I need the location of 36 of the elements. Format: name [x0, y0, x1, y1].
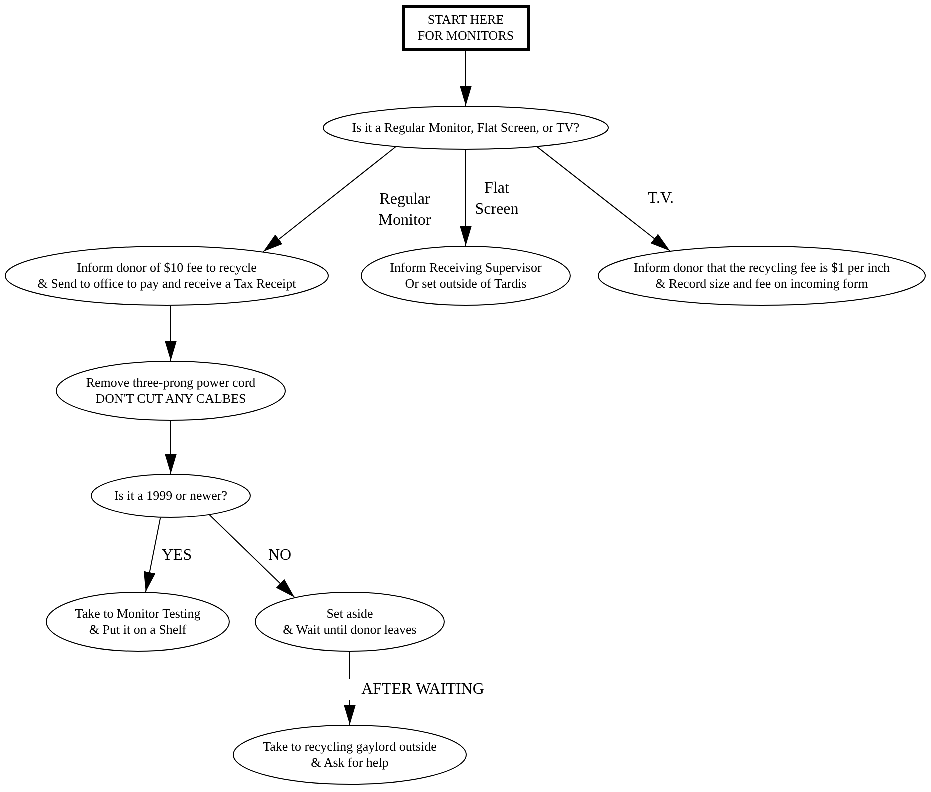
node-text: Remove three-prong power cord	[86, 375, 256, 391]
arrow	[460, 50, 472, 106]
arrow	[536, 146, 671, 252]
node-text: Inform donor of $10 fee to recycle	[77, 260, 257, 276]
node-text: & Wait until donor leaves	[283, 622, 417, 638]
node-text: START HERE	[428, 12, 504, 28]
node-text: Inform Receiving Supervisor	[390, 260, 542, 276]
process-ellipse	[598, 246, 926, 306]
node-text: Is it a 1999 or newer?	[114, 488, 228, 504]
process-ellipse	[56, 361, 286, 421]
process-ellipse	[255, 592, 445, 652]
node-text: Take to Monitor Testing	[75, 606, 201, 622]
arrow	[460, 150, 472, 246]
node-text: Or set outside of Tardis	[405, 276, 527, 292]
node-text: & Record size and fee on incoming form	[656, 276, 868, 292]
decision-ellipse	[323, 106, 609, 150]
arrow	[165, 420, 177, 474]
node-text: Is it a Regular Monitor, Flat Screen, or TV?	[352, 120, 580, 136]
process-ellipse	[46, 592, 230, 652]
node-text: & Send to office to pay and receive a Tax Receipt	[38, 276, 296, 292]
process-ellipse	[361, 246, 571, 306]
node-text: Take to recycling gaylord outside	[263, 739, 437, 755]
process-ellipse	[233, 725, 467, 785]
arrow	[262, 146, 396, 252]
arrow	[209, 514, 296, 598]
node-text: Set aside	[326, 606, 374, 622]
node-text: & Ask for help	[311, 755, 389, 771]
node-text: & Put it on a Shelf	[89, 622, 187, 638]
node-text: FOR MONITORS	[418, 28, 514, 44]
decision-ellipse	[91, 474, 251, 518]
arrow	[165, 306, 177, 362]
start-box	[402, 5, 530, 51]
arrow	[144, 517, 162, 593]
node-text: DON'T CUT ANY CALBES	[96, 391, 246, 407]
process-ellipse	[5, 246, 329, 306]
node-text: Inform donor that the recycling fee is $1 per inch	[634, 260, 890, 276]
